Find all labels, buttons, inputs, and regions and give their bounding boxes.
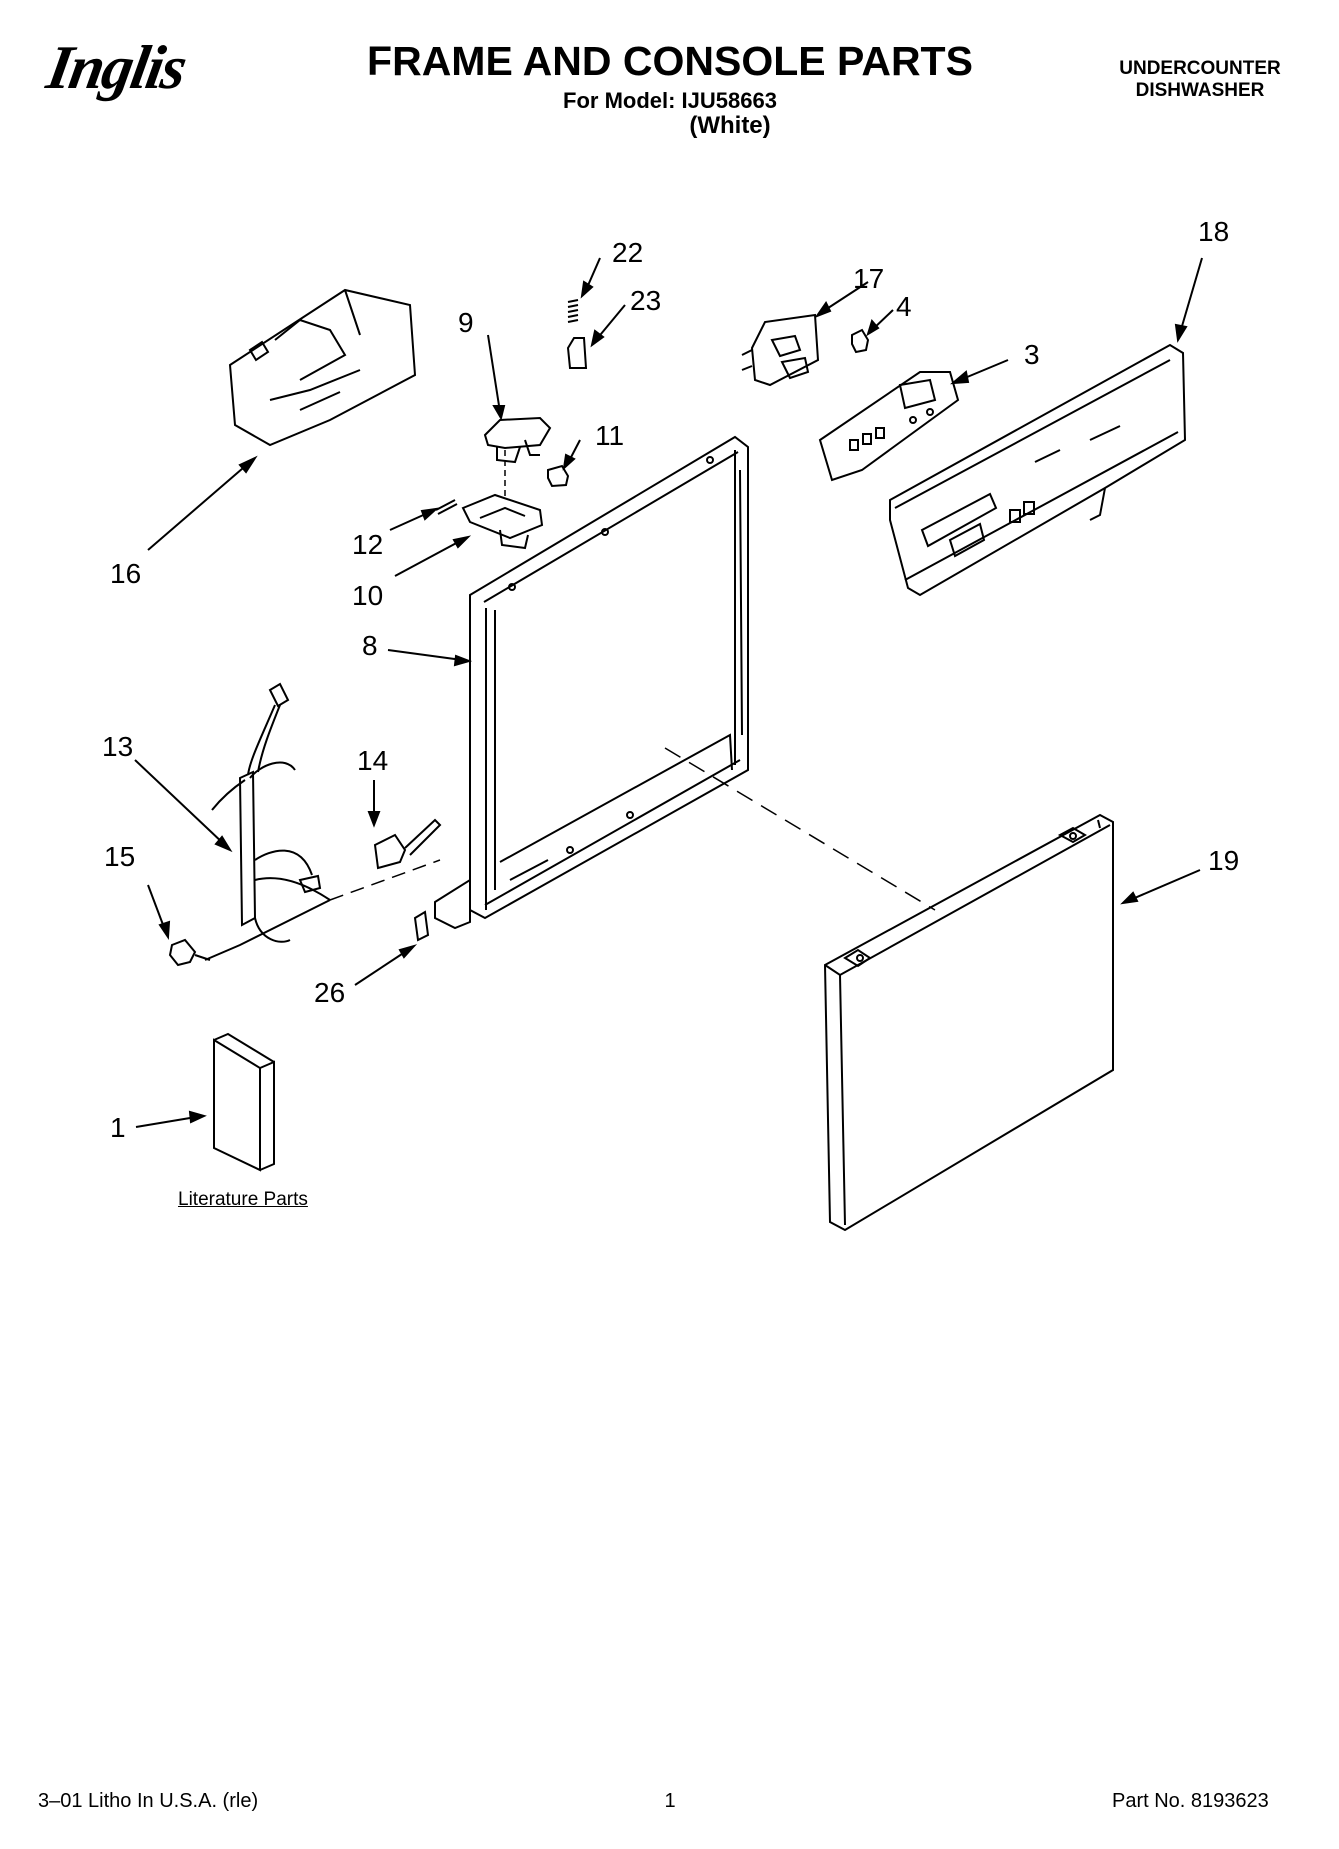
model-line: For Model: IJU58663	[563, 88, 777, 113]
callout-10: 10	[352, 580, 383, 611]
callout-15: 15	[104, 841, 135, 872]
literature-parts-label: Literature Parts	[178, 1189, 308, 1210]
page-number: 1	[664, 1790, 676, 1812]
callout-22: 22	[612, 237, 643, 268]
callout-4: 4	[896, 291, 912, 322]
part-19-door-panel	[823, 813, 1114, 1232]
part-14-sensor	[373, 818, 442, 870]
part-11-switch	[547, 464, 570, 488]
callout-17: 17	[853, 263, 884, 294]
part-17-control-module	[741, 313, 820, 387]
part-23-clip	[566, 337, 588, 369]
part-1-literature	[213, 1032, 275, 1172]
variant-label: (White)	[689, 112, 771, 139]
callout-13: 13	[102, 731, 133, 762]
print-info: 3–01 Litho In U.S.A. (rle)	[38, 1790, 259, 1812]
callout-26: 26	[314, 977, 345, 1008]
callout-19: 19	[1208, 845, 1239, 876]
page-title: FRAME AND CONSOLE PARTS	[367, 38, 973, 84]
callout-23: 23	[630, 285, 661, 316]
part-15-screw	[168, 938, 211, 967]
alignment-lines	[329, 450, 936, 911]
part-10-latch-base	[461, 493, 544, 550]
callout-14: 14	[357, 745, 388, 776]
part-8-door-frame	[434, 435, 749, 930]
callout-3: 3	[1024, 339, 1040, 370]
category-line-1: UNDERCOUNTER	[1119, 58, 1281, 79]
callout-labels: 16 9 22 23 17 4 3 18 11 12 10 8 13 14 15…	[102, 216, 1239, 1143]
callout-1: 1	[110, 1112, 126, 1143]
callout-12: 12	[352, 529, 383, 560]
appliance-category: UNDERCOUNTER DISHWASHER	[1085, 58, 1315, 102]
part-number: Part No. 8193623	[1112, 1790, 1269, 1812]
part-12-pin	[435, 499, 458, 515]
leader-arrows	[134, 257, 1203, 1128]
part-13-wire-harness	[204, 682, 331, 961]
callout-18: 18	[1198, 216, 1229, 247]
callout-8: 8	[362, 630, 378, 661]
part-3-keypad	[818, 371, 960, 482]
callout-9: 9	[458, 307, 474, 338]
part-16-top-cover	[228, 288, 417, 447]
part-9-latch-top	[483, 416, 552, 464]
callout-16: 16	[110, 558, 141, 589]
part-22-spring	[567, 299, 579, 323]
category-line-2: DISHWASHER	[1135, 80, 1265, 101]
part-26-clip	[413, 910, 430, 942]
callout-11: 11	[595, 420, 624, 451]
part-4-small-clip	[851, 328, 870, 354]
part-18-console-panel	[889, 343, 1187, 597]
